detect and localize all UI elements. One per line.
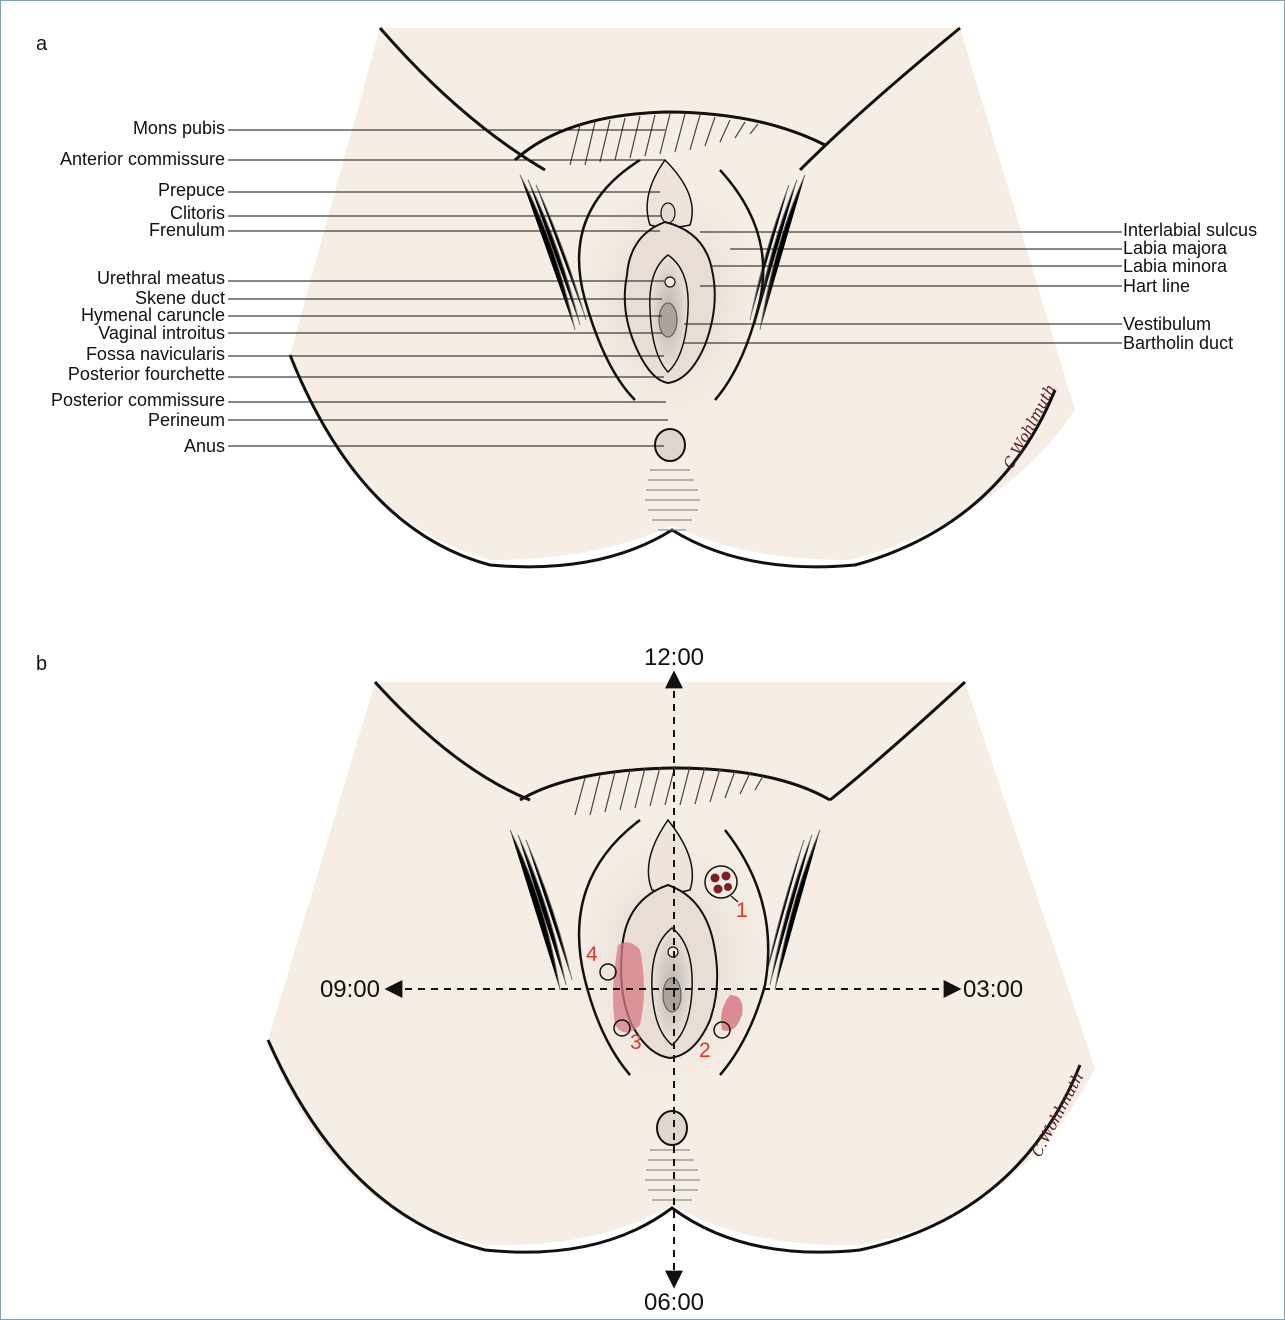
- panel-b-letter: b: [36, 653, 47, 675]
- marker-3-number: 3: [630, 1031, 642, 1054]
- label-anterior-commissure: Anterior commissure: [60, 149, 225, 169]
- label-bartholin-duct: Bartholin duct: [1123, 333, 1233, 353]
- clock-label-12: 12:00: [644, 644, 704, 671]
- panel-a-labels-right: Interlabial sulcus Labia majora Labia mi…: [1123, 220, 1257, 353]
- label-labia-majora: Labia majora: [1123, 238, 1228, 258]
- label-hymenal-caruncle: Hymenal caruncle: [81, 305, 225, 325]
- panel-a-urethral-meatus: [665, 277, 675, 287]
- panel-a-introitus: [659, 303, 677, 337]
- label-vaginal-introitus: Vaginal introitus: [98, 323, 225, 343]
- marker-1-circle: [705, 866, 737, 898]
- label-hart-line: Hart line: [1123, 276, 1190, 296]
- panel-a-anus: [655, 429, 685, 461]
- marker-1-number: 1: [736, 899, 748, 922]
- panel-a: a: [36, 28, 1257, 567]
- lesion-left-labium: [613, 942, 644, 1032]
- marker-4-number: 4: [586, 943, 598, 966]
- panel-a-letter: a: [36, 33, 48, 55]
- label-labia-minora: Labia minora: [1123, 256, 1228, 276]
- label-urethral-meatus: Urethral meatus: [97, 268, 225, 288]
- panel-b-introitus: [663, 978, 681, 1012]
- label-interlabial-sulcus: Interlabial sulcus: [1123, 220, 1257, 240]
- panel-b-anus: [657, 1111, 687, 1145]
- label-prepuce: Prepuce: [158, 180, 225, 200]
- label-fossa-navicularis: Fossa navicularis: [86, 344, 225, 364]
- clock-label-3: 03:00: [963, 976, 1023, 1003]
- marker-2-number: 2: [699, 1039, 711, 1062]
- panel-b: b: [36, 644, 1095, 1316]
- label-mons-pubis: Mons pubis: [133, 118, 225, 138]
- panel-a-labels-left: Mons pubis Anterior commissure Prepuce C…: [51, 118, 225, 456]
- label-frenulum: Frenulum: [149, 220, 225, 240]
- label-vestibulum: Vestibulum: [1123, 314, 1211, 334]
- clock-label-6: 06:00: [644, 1289, 704, 1316]
- label-posterior-commissure: Posterior commissure: [51, 390, 225, 410]
- label-anus: Anus: [184, 436, 225, 456]
- panel-a-clitoris: [661, 203, 675, 223]
- label-posterior-fourchette: Posterior fourchette: [68, 364, 225, 384]
- label-perineum: Perineum: [148, 410, 225, 430]
- clock-label-9: 09:00: [320, 976, 380, 1003]
